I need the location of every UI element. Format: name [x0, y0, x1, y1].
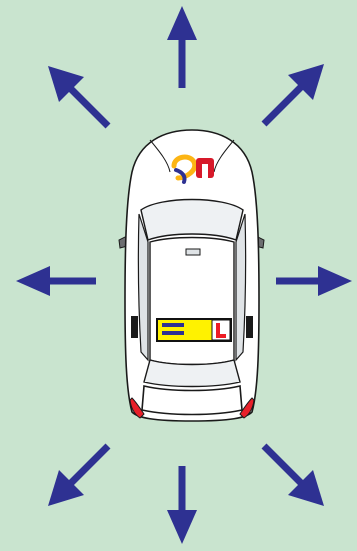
arrow-down-left-icon	[48, 446, 108, 506]
arrow-up-right-icon	[264, 64, 324, 124]
roof	[150, 238, 234, 365]
arrow-down-icon	[167, 466, 197, 544]
rear-window	[144, 360, 240, 387]
learner-car-top-view	[119, 130, 264, 421]
right-side-windows	[236, 214, 246, 360]
left-side-windows	[138, 214, 148, 360]
tailgate	[142, 386, 242, 415]
arrow-up-left-icon	[48, 66, 108, 126]
arrow-left-icon	[16, 266, 96, 296]
arrow-down-right-icon	[264, 446, 324, 506]
left-b-pillar	[131, 316, 138, 338]
roof-aerial	[186, 249, 200, 255]
right-b-pillar	[246, 316, 253, 338]
arrow-up-icon	[167, 6, 197, 88]
learner-l-plate	[156, 318, 232, 342]
windscreen	[141, 200, 243, 241]
arrow-right-icon	[276, 266, 352, 296]
